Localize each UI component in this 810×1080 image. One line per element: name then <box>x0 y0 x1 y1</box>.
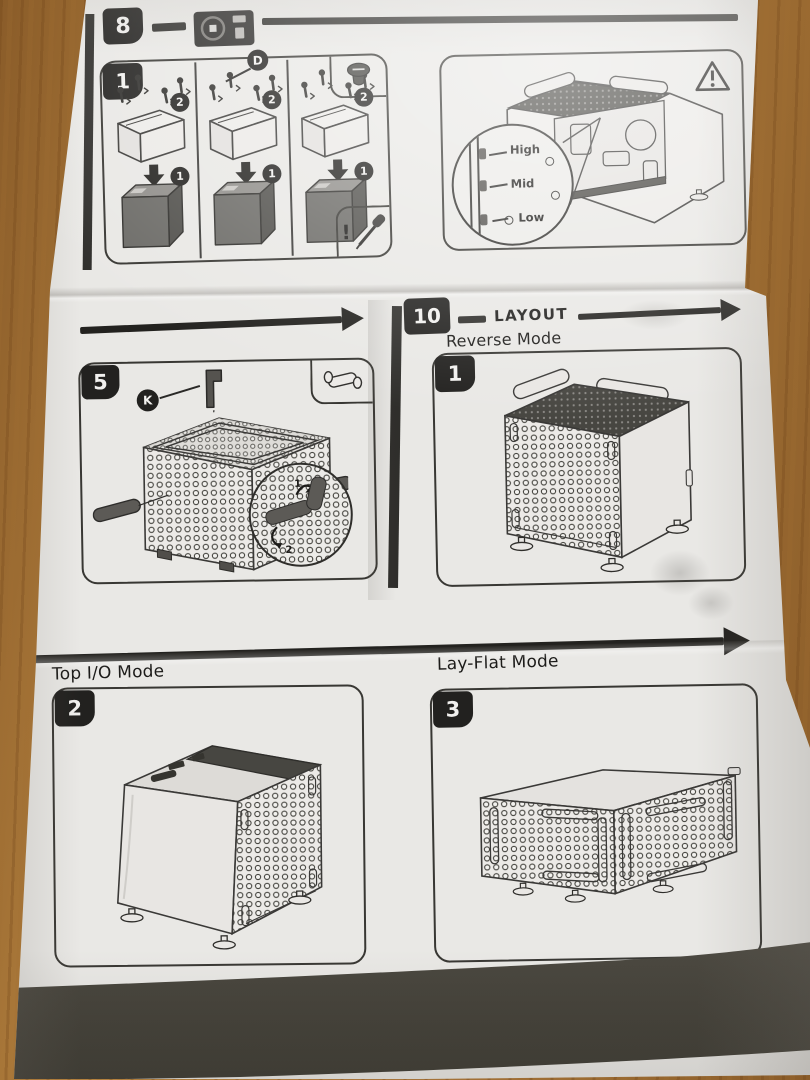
position-notch-high <box>478 148 487 160</box>
warning-exclamation: ! <box>341 220 351 245</box>
footer-band <box>14 942 810 1079</box>
panel-lay-flat-number: 3 <box>445 697 461 722</box>
layout-dash <box>457 315 487 324</box>
panel-reverse-mode: 1 <box>431 346 747 588</box>
panel-top-io-mode: 2 <box>51 684 367 968</box>
layout-title: LAYOUT <box>493 304 569 326</box>
case-lay-flat-drawing <box>479 766 741 903</box>
panel-edge-line-1 <box>468 126 473 245</box>
leader-mid <box>489 183 508 189</box>
magnifier-step2: 2 <box>285 544 293 557</box>
step8-number: 8 <box>114 13 132 39</box>
reverse-mode-label: Reverse Mode <box>445 328 562 351</box>
leader-high <box>488 151 508 157</box>
position-notch-mid <box>479 180 487 192</box>
panel-handle-install: 5 K <box>78 357 378 585</box>
screw-hole-2 <box>550 190 561 200</box>
peg-magnifier: 1 2 <box>247 461 354 568</box>
peg-part-box <box>310 359 373 405</box>
panel-handle-number: 5 <box>92 370 108 395</box>
step8-dash <box>151 22 187 32</box>
label-mid: Mid <box>510 176 535 191</box>
screw-type-box <box>329 55 387 99</box>
warning-triangle-icon <box>695 61 731 92</box>
screw-hole-1 <box>545 156 555 167</box>
case-reverse-drawing <box>504 368 693 573</box>
label-low: Low <box>518 210 545 225</box>
center-fold-shadow <box>368 300 396 600</box>
arrow-step10 <box>577 298 744 328</box>
part-k-leader <box>159 384 201 400</box>
screwdriver-warning-box: ! <box>335 205 391 257</box>
label-high: High <box>509 142 541 157</box>
arrow-step5 <box>80 306 369 342</box>
screw-d-icon <box>346 62 371 86</box>
psu-fan-icon <box>193 10 255 47</box>
panel-psu-positions: High Mid Low <box>438 48 748 252</box>
handle-bracket-part <box>205 369 223 413</box>
step10-number: 10 <box>412 303 442 329</box>
panel-handle-number-plate: 5 <box>81 364 120 400</box>
step8-header-line <box>261 13 739 26</box>
panel-lay-flat-mode: 3 <box>429 683 763 963</box>
screwdriver-icon <box>355 214 385 250</box>
step8-number-plate: 8 <box>102 7 144 45</box>
paper-smudge-2 <box>688 586 734 620</box>
magnifier-step1: 1 <box>294 478 302 490</box>
step8-bracket-bar <box>82 13 95 271</box>
step10-number-plate: 10 <box>403 297 451 335</box>
panel-lay-flat-number-plate: 3 <box>432 691 474 728</box>
peg-pin-icon <box>323 371 363 389</box>
panel-psu-install: 1 2 2 2 1 1 1 D ! <box>99 49 393 265</box>
case-top-io-drawing <box>116 745 323 950</box>
position-notch-low <box>480 214 488 226</box>
